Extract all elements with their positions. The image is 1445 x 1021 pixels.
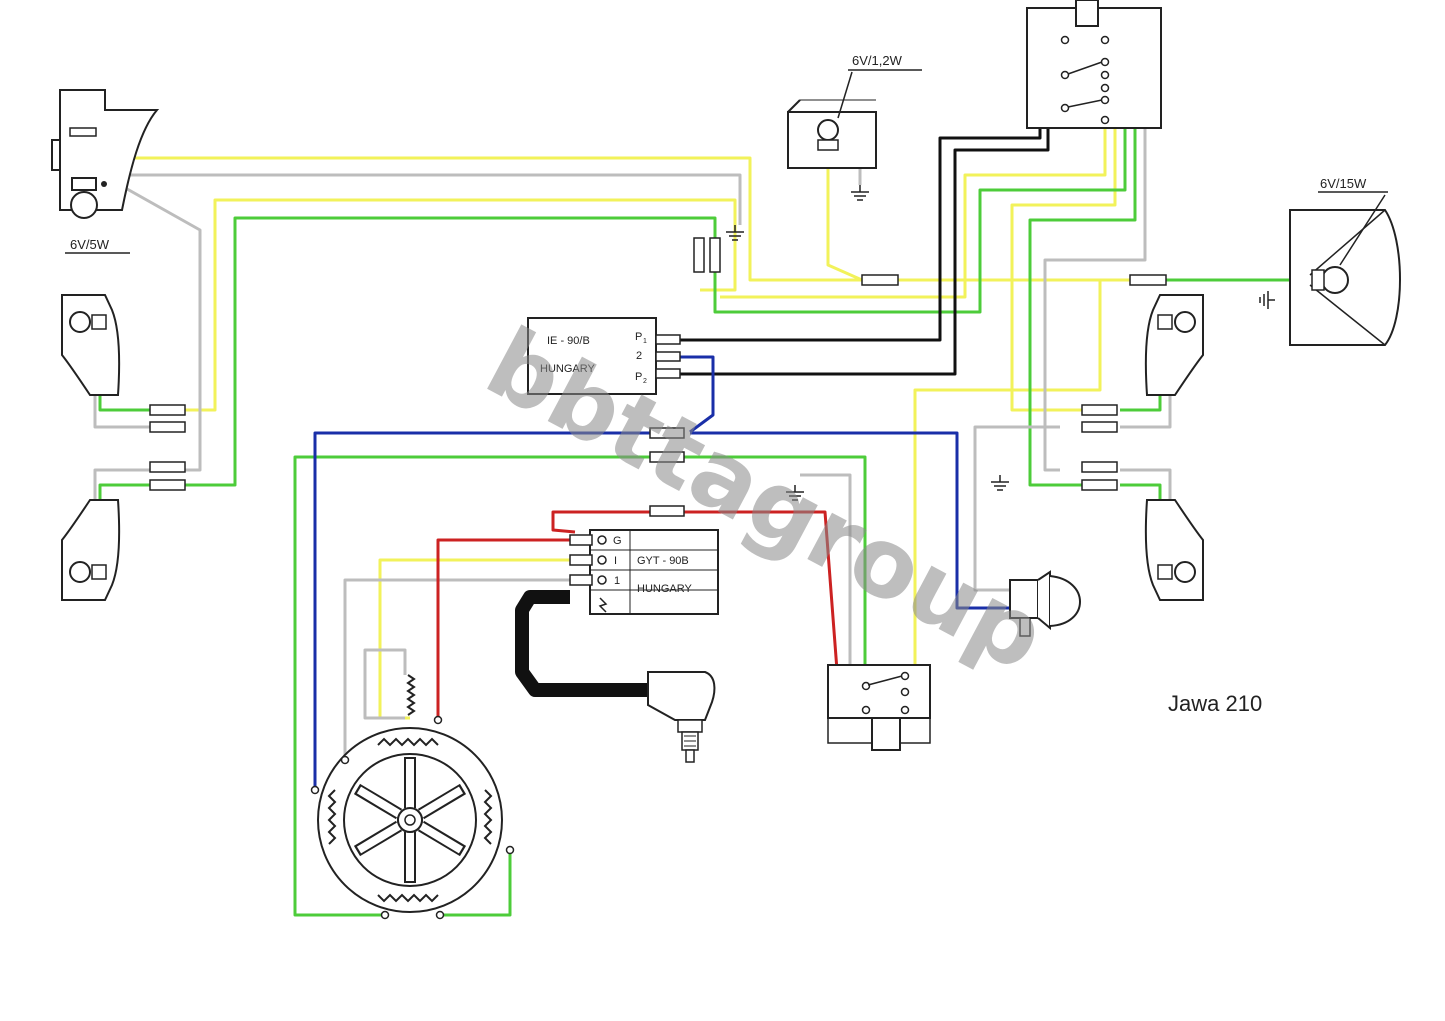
- connector: [649, 505, 685, 517]
- coil-terminal-label: 1: [614, 575, 620, 587]
- connector: [1081, 421, 1118, 433]
- connectors: [149, 237, 1167, 517]
- hv-lead: [515, 590, 650, 697]
- head-bulb-label: 6V/15W: [1320, 176, 1367, 191]
- wires: [82, 38, 1310, 917]
- wire-green-stator-right: [440, 850, 512, 917]
- ground-icon: [786, 485, 804, 501]
- ground-symbols: [726, 185, 1275, 501]
- wire-yellow-brake: [913, 278, 1130, 690]
- coil-terminal-label: I: [614, 555, 617, 567]
- spark-plug: [647, 671, 716, 763]
- wire-green-left: [185, 72, 1127, 487]
- wire-gray-brake: [800, 473, 852, 690]
- terminal-p2-sub: 2: [643, 378, 647, 385]
- stator: [310, 674, 515, 920]
- ignition-switch: [1026, 0, 1162, 129]
- regulator: IE - 90/B HUNGARY P 1 2 P 2: [527, 317, 681, 395]
- indicator-right-rear: [1144, 499, 1204, 601]
- brake-switch-body: [827, 664, 931, 719]
- connector: [149, 421, 186, 433]
- regulator-name: IE - 90/B: [547, 335, 590, 347]
- wire-red-coil: [436, 538, 570, 720]
- terminal-p1-sub: 1: [643, 338, 647, 345]
- bulb-icon: [69, 311, 91, 333]
- tail-bulb-label: 6V/5W: [70, 237, 110, 252]
- wire-blue-stator: [313, 431, 650, 790]
- wire-blue-horn: [690, 431, 1010, 610]
- coil-winding: [483, 789, 493, 845]
- ground-icon: [851, 185, 869, 201]
- indicator-bulb-label: 6V/1,2W: [852, 53, 903, 68]
- connector: [649, 427, 685, 439]
- coil-origin: HUNGARY: [637, 583, 692, 595]
- connector: [649, 451, 685, 463]
- brake-switch: [827, 664, 931, 751]
- coil-winding: [327, 789, 337, 845]
- coil-box: [589, 529, 719, 615]
- ground-icon: [726, 225, 744, 241]
- connector: [709, 237, 721, 273]
- wire-yellow-mid: [185, 198, 737, 412]
- terminal-p2-label: P: [635, 371, 642, 383]
- ignition-coil: G I 1 GYT - 90B HUNGARY: [569, 529, 719, 615]
- horn: [1009, 570, 1081, 637]
- ground-icon: [1259, 291, 1275, 309]
- wire-yellow-indicator: [826, 150, 863, 282]
- bulb-icon: [1174, 561, 1196, 583]
- wire-yellow-switch: [720, 120, 1107, 299]
- connector: [149, 461, 186, 473]
- switch-key: [1075, 0, 1099, 27]
- connector: [1081, 404, 1118, 416]
- connector: [149, 479, 186, 491]
- spark-icon: [598, 597, 608, 613]
- coil-winding: [377, 737, 439, 747]
- terminal-2-label: 2: [636, 350, 642, 362]
- coil-winding: [377, 893, 439, 903]
- wire-gray-horn: [973, 425, 1060, 592]
- wire-blue-reg: [680, 355, 715, 434]
- wire-gray-top: [120, 173, 742, 225]
- tail-light-left: 6V/5W: [51, 89, 160, 254]
- terminal-p1-label: P: [635, 331, 642, 343]
- ground-icon: [991, 475, 1009, 491]
- headlight: 6V/15W: [1289, 176, 1401, 346]
- wire-yellow-right: [1010, 108, 1117, 412]
- coil-terminal-label: G: [613, 535, 622, 547]
- bulb-icon: [70, 191, 98, 219]
- tail-light-fuse: [69, 127, 97, 137]
- diagram-title: Jawa 210: [1168, 691, 1262, 716]
- spark-plug-cap: [647, 671, 716, 721]
- indicator-lamp: 6V/1,2W: [787, 53, 922, 169]
- wire-green-stator: [293, 455, 650, 917]
- bulb-icon: [69, 561, 91, 583]
- indicator-left-rear: [61, 499, 121, 601]
- bulb-icon: [817, 119, 839, 141]
- connector: [1081, 479, 1118, 491]
- coil-winding: [406, 674, 416, 716]
- bulb-icon: [1321, 266, 1349, 294]
- regulator-box: [527, 317, 657, 395]
- wire-gray-right: [1120, 395, 1172, 500]
- wire-gray-stator-coil: [363, 648, 407, 720]
- tail-light-housing: [59, 89, 160, 211]
- indicator-left-front: [61, 294, 121, 396]
- connector: [693, 237, 705, 273]
- tail-light-mount: [51, 139, 61, 171]
- connector: [149, 404, 186, 416]
- connector: [1081, 461, 1118, 473]
- coil-name: GYT - 90B: [637, 555, 689, 567]
- wire-gray-stator: [343, 578, 570, 760]
- connector: [861, 274, 899, 286]
- regulator-origin: HUNGARY: [540, 363, 595, 375]
- indicator-right-front: [1144, 294, 1204, 396]
- wire-green-brake: [680, 455, 867, 685]
- switch-body: [1026, 7, 1162, 129]
- connector: [1129, 274, 1167, 286]
- bulb-socket: [71, 177, 97, 191]
- horn-body: [1009, 579, 1039, 619]
- bulb-icon: [1174, 311, 1196, 333]
